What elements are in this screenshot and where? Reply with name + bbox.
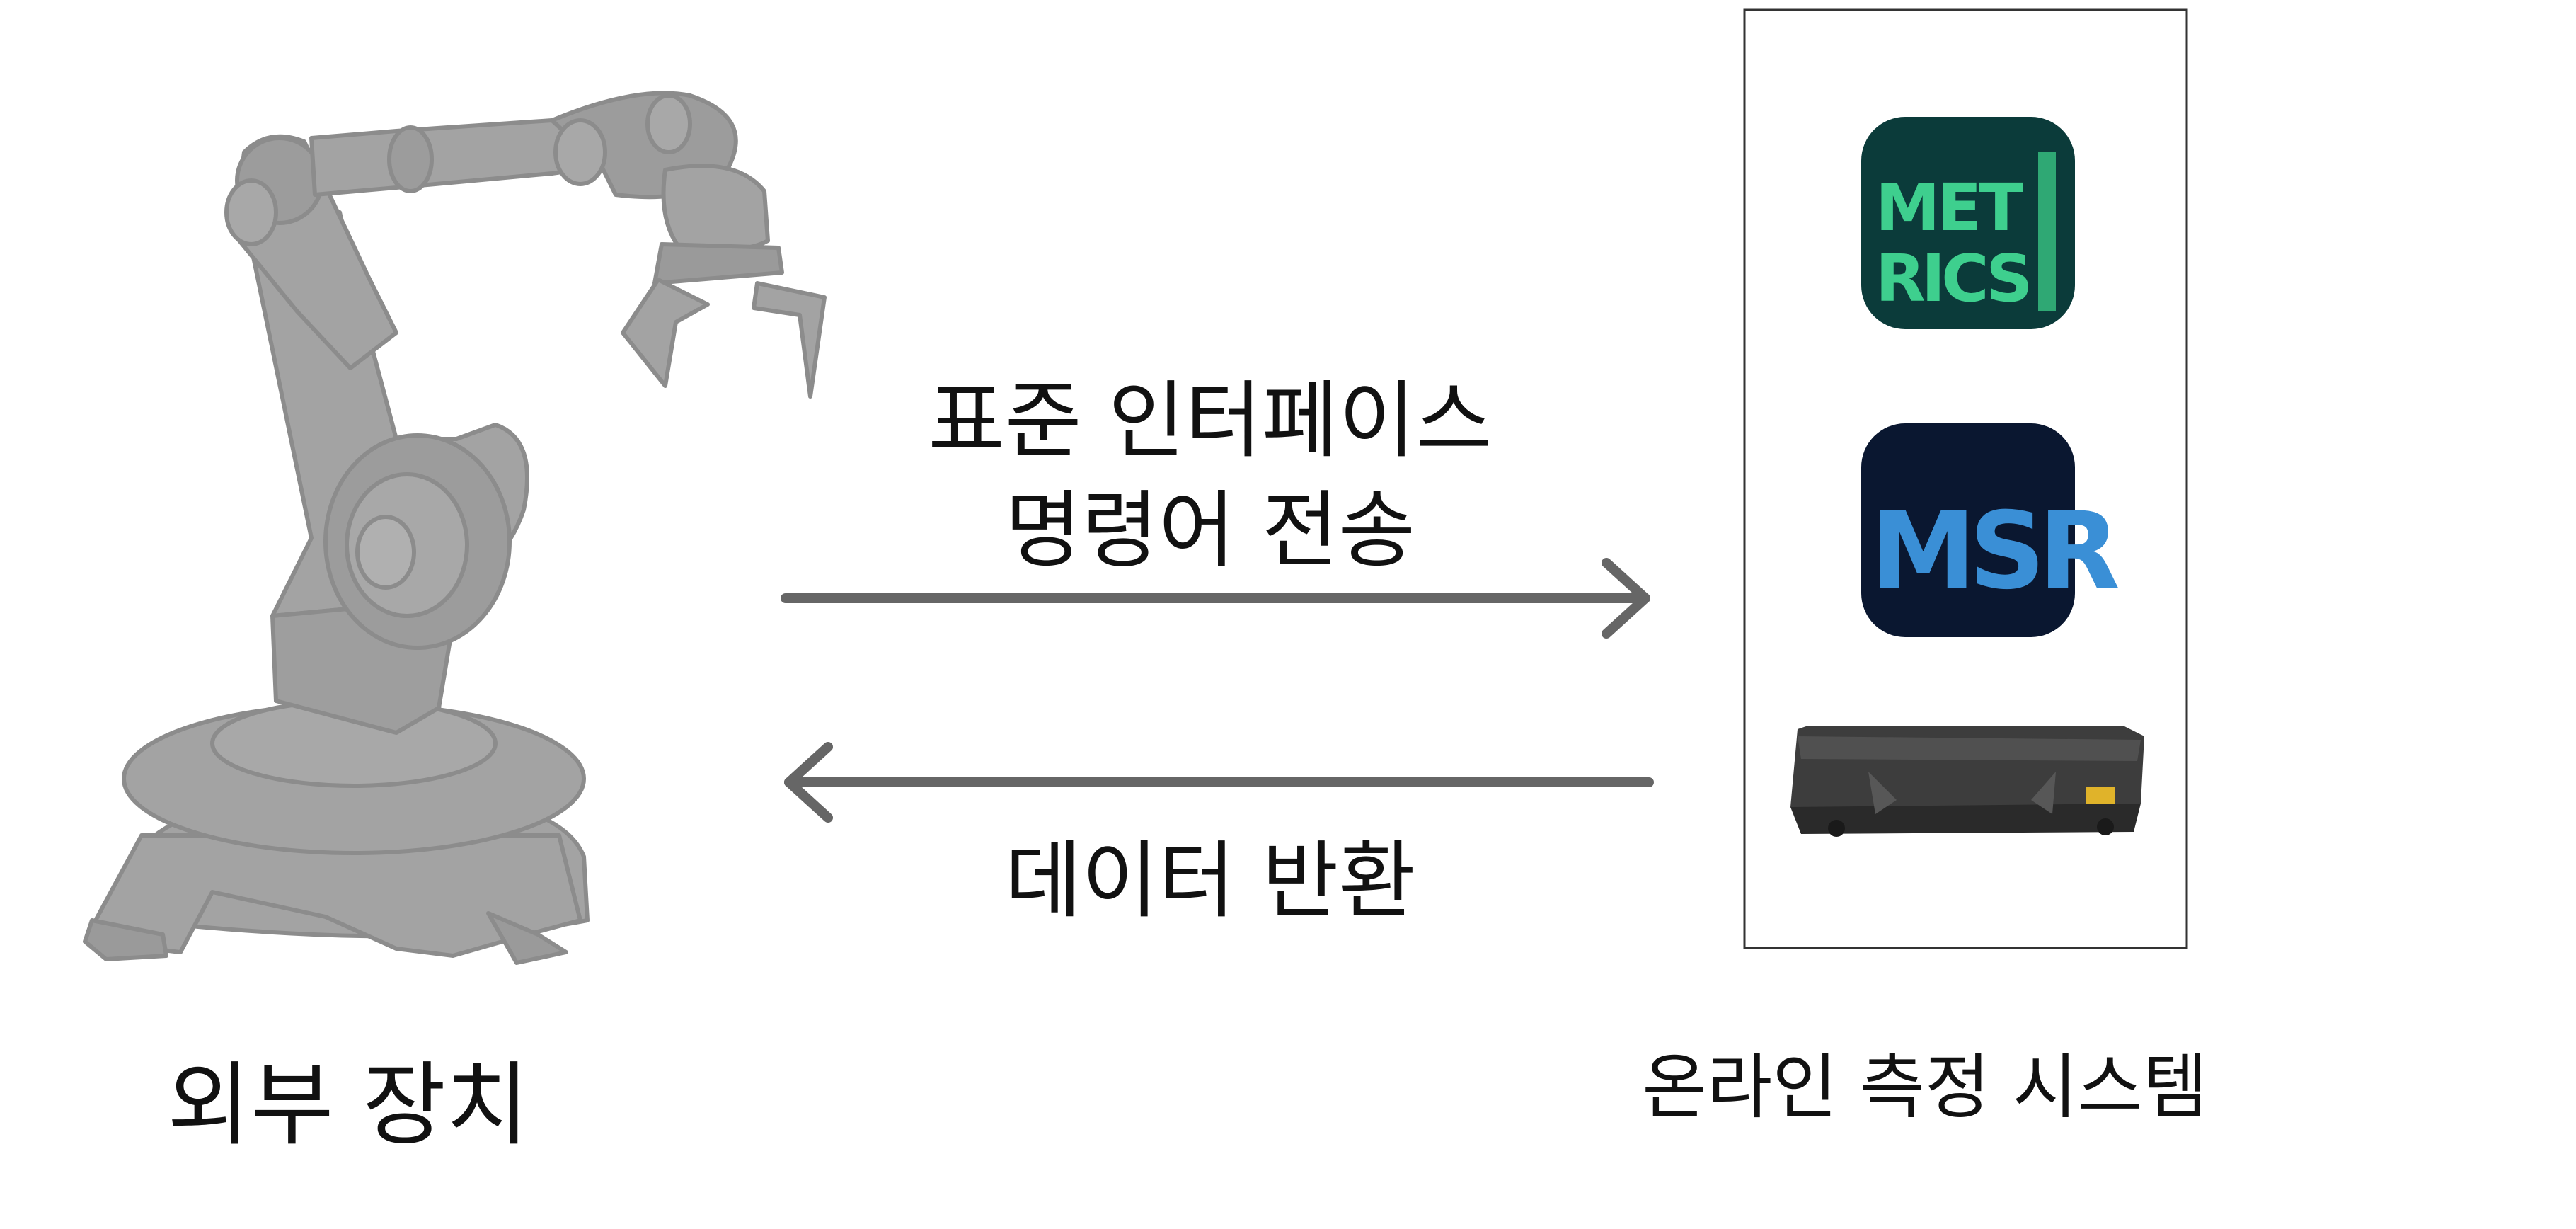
svg-text:RICS: RICS bbox=[1875, 241, 2029, 316]
metrics-logo-icon: MET RICS bbox=[1861, 117, 2075, 329]
3d-scanner-device-icon bbox=[1790, 726, 2144, 837]
svg-text:MSR: MSR bbox=[1870, 490, 2118, 613]
send-label-line-1: 표준 인터페이스 bbox=[928, 372, 1492, 469]
robot-arm-icon bbox=[83, 91, 827, 965]
send-arrow bbox=[781, 558, 1650, 639]
return-arrow bbox=[784, 742, 1654, 823]
return-label: 데이터 반환 bbox=[1005, 832, 1415, 930]
msr-logo-icon: MSR bbox=[1861, 423, 2125, 637]
send-label-line-2: 명령어 전송 bbox=[1005, 481, 1415, 579]
svg-text:MET: MET bbox=[1875, 170, 2023, 246]
measurement-system-label: 온라인 측정 시스템 bbox=[1642, 1046, 2208, 1128]
external-device-label: 외부 장치 bbox=[167, 1053, 529, 1158]
